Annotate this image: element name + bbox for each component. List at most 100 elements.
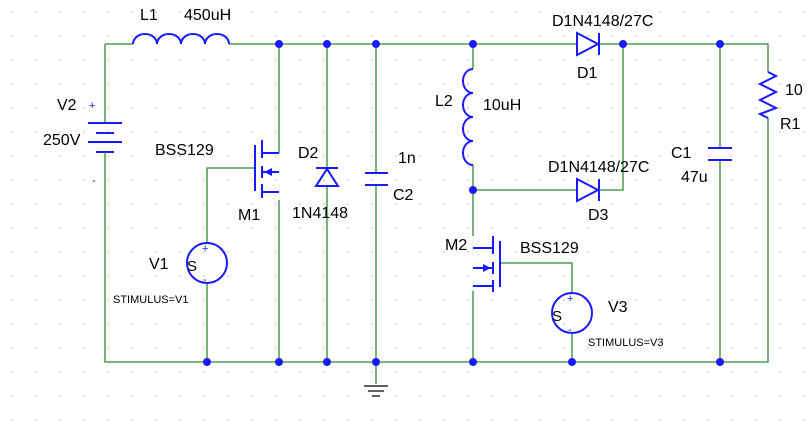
grid-dot — [179, 131, 181, 133]
grid-dot — [371, 371, 373, 373]
grid-dot — [155, 347, 157, 349]
resistor-r1[interactable]: 10 R1 — [757, 71, 803, 133]
grid-dot — [779, 203, 781, 205]
grid-dot — [371, 131, 373, 133]
grid-dot — [203, 35, 205, 37]
grid-dot — [179, 203, 181, 205]
grid-dot — [251, 395, 253, 397]
grid-dot — [707, 395, 709, 397]
grid-dot — [683, 275, 685, 277]
grid-dot — [683, 371, 685, 373]
grid-dot — [179, 59, 181, 61]
capacitor-c1[interactable]: C1 47u — [671, 145, 732, 186]
inductor-l1[interactable]: L1 450uH — [132, 7, 231, 45]
grid-dot — [83, 35, 85, 37]
grid-dot — [59, 275, 61, 277]
mosfet-m2-arrow — [483, 264, 491, 272]
diode-d1-ref: D1 — [577, 65, 598, 82]
grid-dot — [251, 203, 253, 205]
grid-dot — [395, 347, 397, 349]
grid-dot — [539, 59, 541, 61]
voltage-source-v2[interactable]: V2 + 250V - — [43, 97, 122, 187]
grid-dot — [755, 275, 757, 277]
diode-d1[interactable]: D1N4148/27C D1 — [552, 13, 653, 82]
grid-dot — [323, 419, 325, 421]
grid-dot — [11, 179, 13, 181]
grid-dot — [35, 323, 37, 325]
grid-dot — [779, 419, 781, 421]
grid-dot — [323, 59, 325, 61]
grid-dot — [803, 131, 805, 133]
grid-dot — [755, 419, 757, 421]
grid-dot — [419, 371, 421, 373]
stimulus-source-v3[interactable]: + S - V3 STIMULUS=V3 — [551, 292, 664, 349]
grid-dot — [251, 107, 253, 109]
grid-dot — [347, 83, 349, 85]
grid-dot — [83, 83, 85, 85]
grid-dot — [659, 179, 661, 181]
grid-dot — [539, 347, 541, 349]
grid-dot — [803, 155, 805, 157]
diode-d3[interactable]: D1N4148/27C D3 — [548, 159, 649, 224]
grid-dot — [611, 251, 613, 253]
grid-dot — [35, 107, 37, 109]
grid-dot — [443, 179, 445, 181]
grid-dot — [683, 155, 685, 157]
grid-dot — [539, 11, 541, 13]
grid-dot — [419, 251, 421, 253]
grid-dot — [683, 35, 685, 37]
grid-dot — [587, 59, 589, 61]
grid-dot — [35, 227, 37, 229]
grid-dot — [179, 347, 181, 349]
grid-dot — [683, 59, 685, 61]
grid-dot — [491, 131, 493, 133]
grid-dot — [299, 35, 301, 37]
grid-dot — [131, 227, 133, 229]
grid-dot — [395, 59, 397, 61]
grid-dot — [275, 107, 277, 109]
grid-dot — [515, 83, 517, 85]
grid-dot — [755, 155, 757, 157]
grid-dot — [419, 131, 421, 133]
grid-dot — [755, 227, 757, 229]
diode-d2[interactable]: D2 1N4148 — [292, 145, 348, 222]
stimulus-source-v1[interactable]: + S - V1 STIMULUS=V1 — [113, 242, 228, 306]
grid-dot — [707, 59, 709, 61]
mosfet-m1[interactable]: BSS129 M1 — [155, 140, 279, 224]
grid-dot — [683, 227, 685, 229]
inductor-l2[interactable]: L2 10uH — [435, 68, 521, 166]
grid-dot — [587, 227, 589, 229]
source-v1-plus: + — [202, 243, 208, 255]
grid-dot — [203, 395, 205, 397]
grid-dot — [419, 227, 421, 229]
grid-dot — [587, 107, 589, 109]
grid-dot — [731, 299, 733, 301]
grid-dot — [707, 83, 709, 85]
grid-dot — [155, 59, 157, 61]
grid-dot — [587, 83, 589, 85]
capacitor-c2[interactable]: 1n C2 — [365, 150, 416, 204]
grid-dot — [275, 155, 277, 157]
grid-dot — [731, 155, 733, 157]
grid-dot — [323, 203, 325, 205]
grid-dot — [419, 323, 421, 325]
mosfet-m2[interactable]: M2 BSS129 — [445, 236, 579, 292]
grid-dot — [803, 395, 805, 397]
grid-dot — [299, 299, 301, 301]
grid-dot — [251, 323, 253, 325]
grid-dot — [419, 11, 421, 13]
grid-dot — [563, 227, 565, 229]
grid-dot — [395, 203, 397, 205]
grid-dot — [683, 419, 685, 421]
grid-dot — [59, 227, 61, 229]
grid-dot — [803, 347, 805, 349]
grid-dot — [515, 11, 517, 13]
grid-dot — [203, 83, 205, 85]
grid-dot — [683, 395, 685, 397]
diode-d1-triangle — [576, 31, 601, 57]
junction-node — [372, 358, 380, 366]
grid-dot — [275, 275, 277, 277]
grid-dot — [515, 299, 517, 301]
grid-dot — [779, 275, 781, 277]
